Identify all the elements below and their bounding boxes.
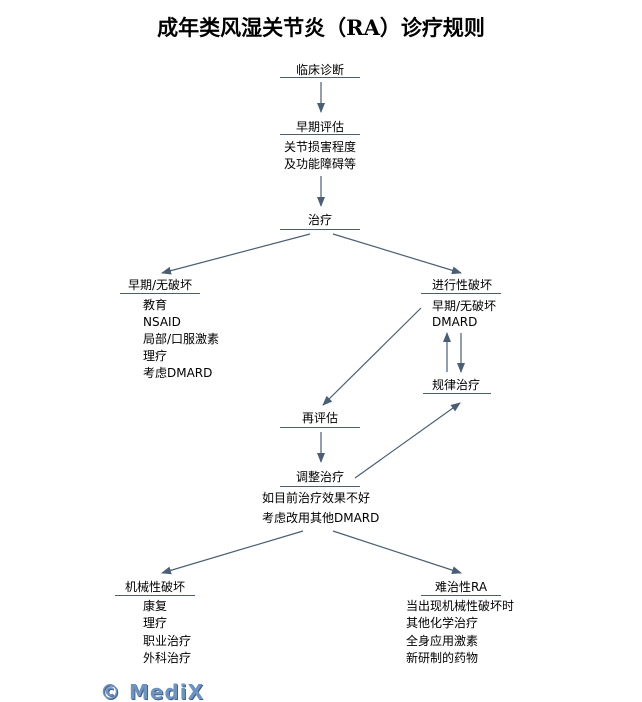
divider — [280, 134, 360, 135]
list-item: 外科治疗 — [143, 651, 192, 665]
list-item: 教育 — [143, 298, 168, 312]
list-item: 理疗 — [143, 349, 168, 363]
arrow-adjust-to-refractory — [332, 530, 462, 574]
divider — [115, 595, 195, 596]
node-diagnosis: 临床诊断 — [295, 63, 344, 77]
adjust-line: 考虑改用其他DMARD — [262, 511, 380, 525]
node-reeval: 再评估 — [301, 411, 338, 425]
list-item: 局部/口服激素 — [143, 332, 220, 346]
list-item: 全身应用激素 — [406, 634, 479, 648]
divider — [280, 427, 360, 428]
node-early-no-damage: 早期/无破坏 — [127, 278, 193, 292]
divider — [280, 229, 360, 230]
list-item: NSAID — [143, 315, 181, 329]
node-regular: 规律治疗 — [432, 378, 481, 392]
list-item: 理疗 — [143, 616, 168, 630]
divider — [421, 293, 501, 294]
medix-logo: © MediX — [100, 680, 205, 702]
diagram-title: 成年类风湿关节炎（RA）诊疗规则 — [157, 15, 485, 40]
adjust-line: 如目前治疗效果不好 — [262, 491, 371, 505]
node-adjust: 调整治疗 — [295, 470, 344, 484]
list-item: DMARD — [432, 315, 478, 329]
node-mechanical: 机械性破坏 — [124, 580, 185, 594]
divider — [120, 293, 200, 294]
arrow-adjust-to-mechanical — [161, 530, 304, 575]
list-item: 新研制的药物 — [406, 651, 479, 665]
list-item: 康复 — [143, 599, 168, 613]
arrow-progressive-to-reeval — [322, 307, 422, 406]
eval-line: 关节损害程度 — [283, 140, 356, 154]
arrow-treatment-to-early — [161, 233, 311, 275]
arrow-adjust-to-regular — [354, 402, 461, 479]
list-item: 职业治疗 — [143, 634, 192, 648]
eval-line: 及功能障碍等 — [283, 157, 356, 171]
list-item: 其他化学治疗 — [406, 616, 479, 630]
divider — [280, 486, 360, 487]
divider — [423, 393, 491, 394]
list-item: 考虑DMARD — [143, 366, 213, 380]
arrow-treatment-to-progressive — [332, 233, 462, 275]
node-early-eval: 早期评估 — [295, 120, 344, 134]
node-refractory: 难治性RA — [434, 580, 488, 594]
node-treatment: 治疗 — [307, 213, 332, 227]
node-progressive: 进行性破坏 — [432, 278, 493, 292]
divider — [421, 595, 501, 596]
divider — [280, 77, 360, 78]
list-item: 早期/无破坏 — [432, 299, 497, 313]
list-item: 当出现机械性破坏时 — [406, 599, 515, 613]
